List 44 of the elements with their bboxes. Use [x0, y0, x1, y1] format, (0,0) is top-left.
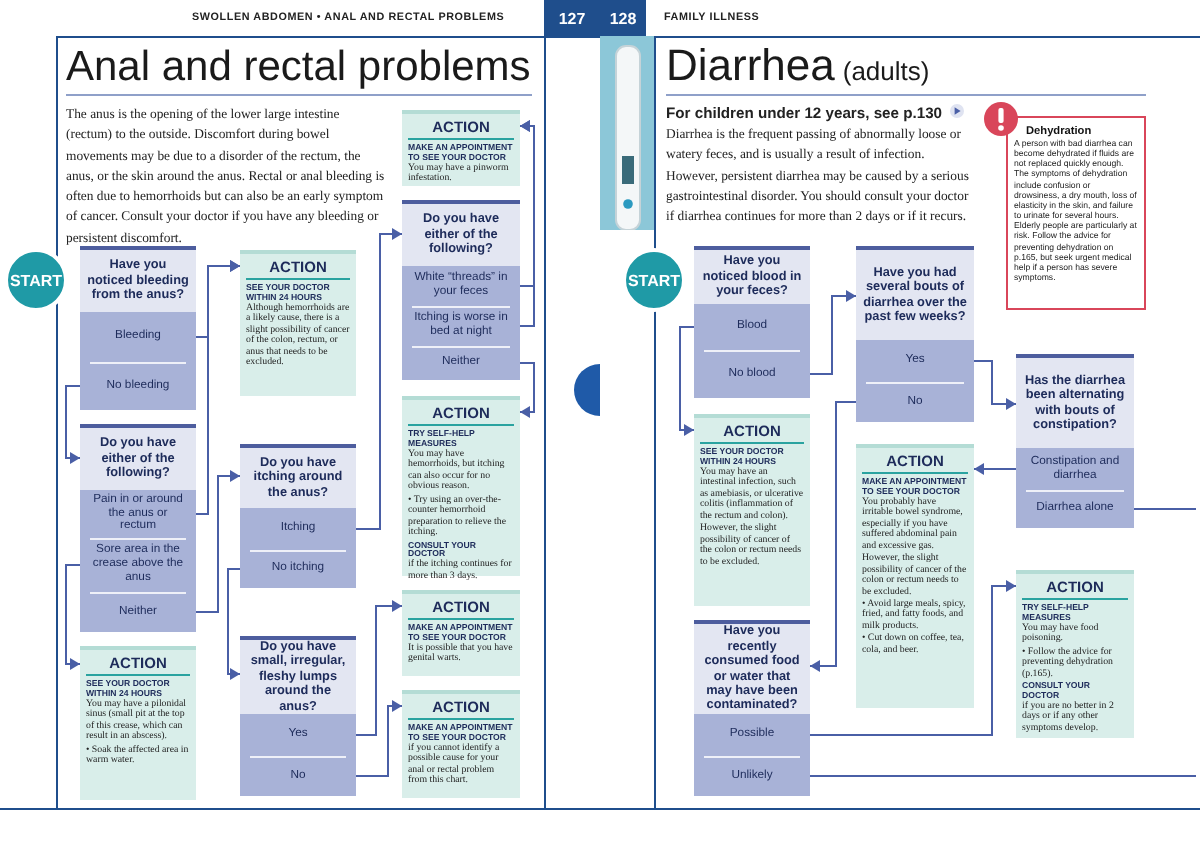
- connector-line: [809, 775, 1197, 777]
- arrow: [809, 401, 857, 672]
- question-box: [402, 200, 520, 380]
- action-box: [694, 414, 810, 606]
- arrow: [809, 290, 857, 375]
- question-box: [694, 620, 810, 796]
- action-box: [402, 396, 520, 576]
- question-box: [240, 636, 356, 796]
- action-box: [402, 110, 520, 186]
- question-box: [856, 246, 974, 422]
- action-box: [402, 690, 520, 798]
- arrow: [519, 120, 535, 327]
- arrow: [195, 470, 241, 613]
- start-badge: START: [622, 248, 686, 312]
- arrow: [65, 385, 81, 464]
- page-title: Diarrhea: [666, 40, 835, 92]
- arrow: [809, 580, 1017, 736]
- action-box: [1016, 570, 1134, 738]
- arrow: [355, 700, 403, 777]
- action-box: [240, 250, 356, 396]
- arrow: [973, 360, 1017, 410]
- connector-line: [1133, 508, 1197, 510]
- page-number: 128: [600, 0, 646, 36]
- arrow: [355, 600, 403, 736]
- arrow: [227, 568, 241, 680]
- arrow: [679, 326, 695, 436]
- question-box: [80, 246, 196, 410]
- action-box: [402, 590, 520, 676]
- arrow: [519, 362, 535, 418]
- action-box: [80, 646, 196, 800]
- warning-box: [1006, 116, 1146, 310]
- start-badge: START: [4, 248, 68, 312]
- arrow: [355, 228, 403, 530]
- question-box: [240, 444, 356, 588]
- title-qualifier: (adults): [842, 56, 930, 86]
- question-box: [1016, 354, 1134, 528]
- arrow: [195, 260, 241, 515]
- arrow: [65, 564, 81, 670]
- action-box: [856, 444, 974, 708]
- question-box: [80, 424, 196, 632]
- page-number: 127: [544, 0, 600, 36]
- question-box: [694, 246, 810, 398]
- page-title: Anal and rectal problems: [66, 44, 531, 92]
- arrow: [973, 463, 1017, 475]
